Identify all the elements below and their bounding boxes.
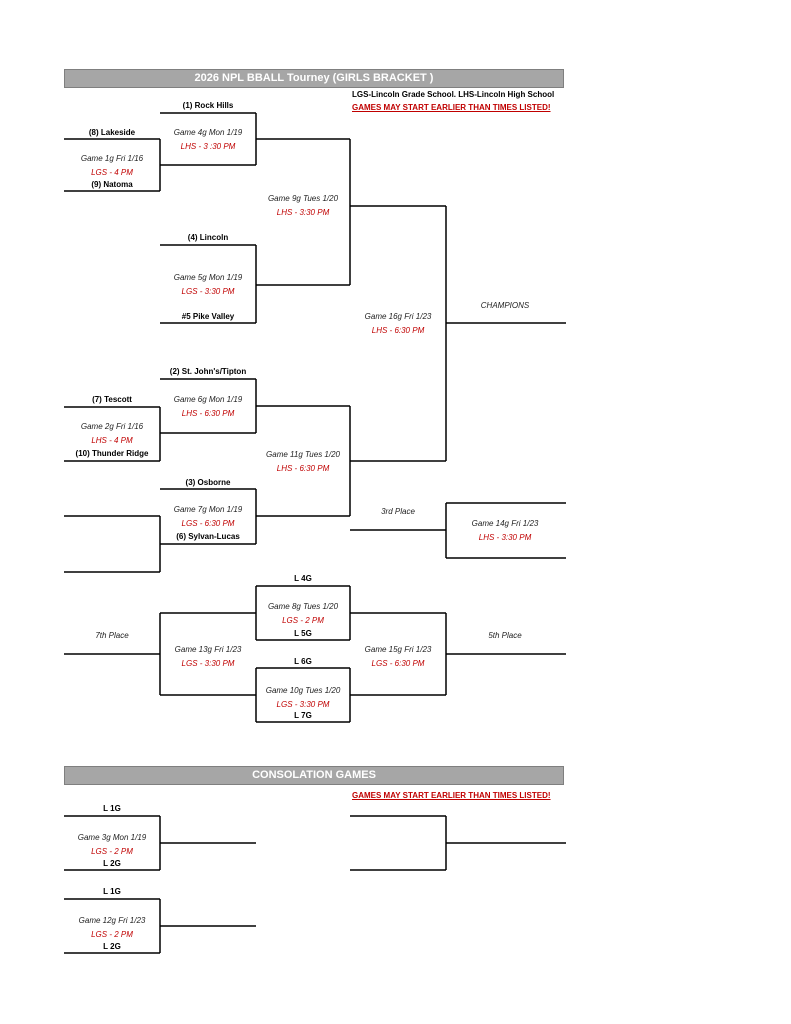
loser-game-5: L 5G	[294, 629, 312, 638]
game-4-label: Game 4g Mon 1/19	[173, 128, 243, 137]
game-7-time: LGS - 6:30 PM	[181, 519, 235, 528]
game-5-time: LGS - 3:30 PM	[181, 287, 235, 296]
game-12-label: Game 12g Fri 1/23	[78, 916, 146, 925]
game-15-time: LGS - 6:30 PM	[371, 659, 425, 668]
team-natoma: (9) Natoma	[91, 180, 133, 189]
loser-game-2-a: L 2G	[103, 859, 121, 868]
team-st-johns-tipton: (2) St. John's/Tipton	[169, 367, 247, 376]
game-15-label: Game 15g Fri 1/23	[364, 645, 432, 654]
game-10-time: LGS - 3:30 PM	[276, 700, 330, 709]
game-4-time: LHS - 3 :30 PM	[180, 142, 236, 151]
team-sylvan-lucas: (6) Sylvan-Lucas	[176, 532, 240, 541]
consolation-warning: GAMES MAY START EARLIER THAN TIMES LISTE…	[352, 791, 551, 800]
loser-game-2-b: L 2G	[103, 942, 121, 951]
game-10-label: Game 10g Tues 1/20	[265, 686, 341, 695]
game-11-time: LHS - 6:30 PM	[276, 464, 330, 473]
bracket-title: 2026 NPL BBALL Tourney (GIRLS BRACKET )	[64, 69, 564, 88]
game-16-time: LHS - 6:30 PM	[371, 326, 425, 335]
game-7-label: Game 7g Mon 1/19	[173, 505, 243, 514]
game-12-time: LGS - 2 PM	[91, 930, 133, 939]
team-lakeside: (8) Lakeside	[88, 128, 136, 137]
team-pike-valley: #5 Pike Valley	[181, 312, 235, 321]
loser-game-6: L 6G	[294, 657, 312, 666]
school-legend: LGS-Lincoln Grade School. LHS-Lincoln Hi…	[352, 90, 555, 99]
game-3-label: Game 3g Mon 1/19	[77, 833, 147, 842]
game-2-time: LHS - 4 PM	[91, 436, 133, 445]
game-16-label: Game 16g Fri 1/23	[364, 312, 432, 321]
consolation-title: CONSOLATION GAMES	[64, 766, 564, 785]
seventh-place-label: 7th Place	[95, 631, 129, 640]
loser-game-1-a: L 1G	[103, 804, 121, 813]
game-9-time: LHS - 3:30 PM	[276, 208, 330, 217]
game-14-label: Game 14g Fri 1/23	[471, 519, 539, 528]
game-14-time: LHS - 3:30 PM	[478, 533, 532, 542]
team-tescott: (7) Tescott	[92, 395, 132, 404]
game-6-time: LHS - 6:30 PM	[181, 409, 235, 418]
champions-label: CHAMPIONS	[480, 301, 530, 310]
team-thunder-ridge: (10) Thunder Ridge	[75, 449, 149, 458]
game-8-time: LGS - 2 PM	[282, 616, 324, 625]
loser-game-7: L 7G	[294, 711, 312, 720]
loser-game-1-b: L 1G	[103, 887, 121, 896]
fifth-place-label: 5th Place	[488, 631, 522, 640]
game-8-label: Game 8g Tues 1/20	[267, 602, 339, 611]
game-3-time: LGS - 2 PM	[91, 847, 133, 856]
game-6-label: Game 6g Mon 1/19	[173, 395, 243, 404]
team-rock-hills: (1) Rock Hills	[182, 101, 234, 110]
game-13-label: Game 13g Fri 1/23	[174, 645, 242, 654]
team-lincoln: (4) Lincoln	[187, 233, 229, 242]
third-place-label: 3rd Place	[381, 507, 415, 516]
team-osborne: (3) Osborne	[185, 478, 231, 487]
game-5-label: Game 5g Mon 1/19	[173, 273, 243, 282]
loser-game-4: L 4G	[294, 574, 312, 583]
game-2-label: Game 2g Fri 1/16	[80, 422, 144, 431]
game-9-label: Game 9g Tues 1/20	[267, 194, 339, 203]
game-13-time: LGS - 3:30 PM	[181, 659, 235, 668]
game-1-label: Game 1g Fri 1/16	[80, 154, 144, 163]
game-1-time: LGS - 4 PM	[91, 168, 133, 177]
game-11-label: Game 11g Tues 1/20	[266, 450, 340, 459]
time-warning: GAMES MAY START EARLIER THAN TIMES LISTE…	[352, 103, 551, 112]
